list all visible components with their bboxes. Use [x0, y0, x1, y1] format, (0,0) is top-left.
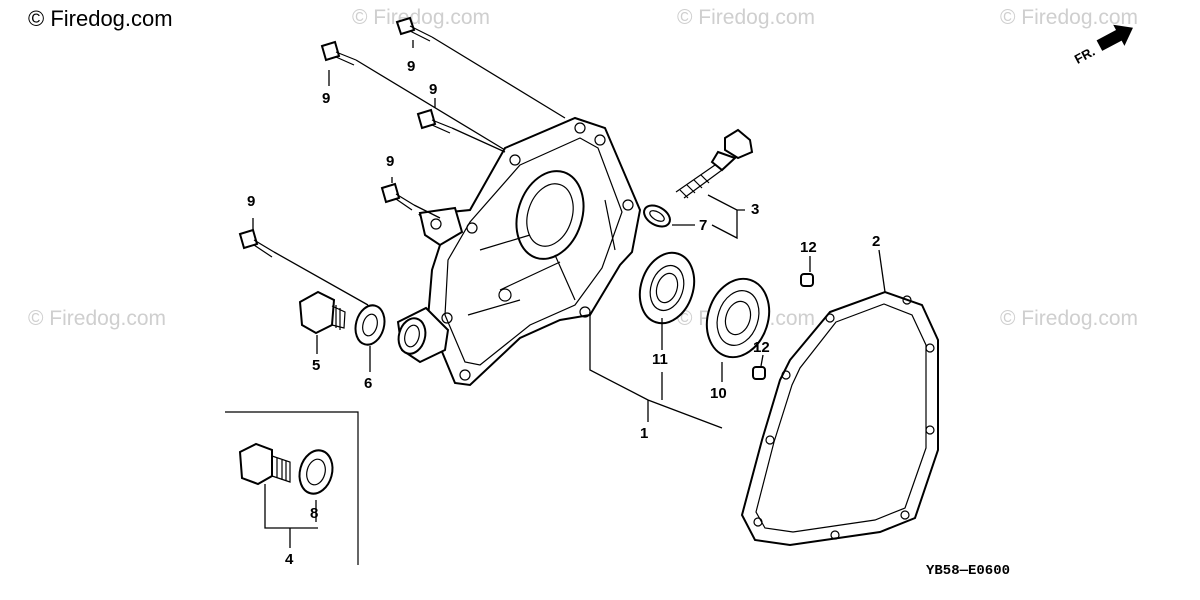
watermark-faint: © Firedog.com — [677, 6, 815, 29]
callout-8: 8 — [310, 505, 318, 522]
flange-bolt — [416, 108, 453, 134]
watermark-faint: © Firedog.com — [1000, 307, 1138, 330]
callout-5: 5 — [312, 357, 320, 374]
arrow-right-icon — [1096, 24, 1133, 51]
callout-12: 12 — [753, 339, 770, 356]
drain-plug — [298, 290, 346, 335]
callout-10: 10 — [710, 385, 727, 402]
ball-bearing — [705, 277, 771, 359]
oil-seal — [638, 251, 696, 325]
watermark-main: © Firedog.com — [28, 6, 173, 31]
callout-9: 9 — [429, 81, 437, 98]
gasket — [740, 290, 939, 547]
direction-label: FR. — [1072, 44, 1098, 67]
callout-12: 12 — [800, 239, 817, 256]
callout-11: 11 — [652, 351, 668, 368]
o-ring — [643, 204, 671, 228]
callout-1: 1 — [640, 425, 648, 442]
watermark-faint: © Firedog.com — [28, 307, 166, 330]
callout-4: 4 — [285, 551, 294, 568]
callout-3: 3 — [751, 201, 759, 218]
dowel-pin — [800, 273, 814, 287]
oil-filler-cap — [238, 442, 291, 486]
watermark-faint: © Firedog.com — [1000, 6, 1138, 29]
callout-9: 9 — [322, 90, 330, 107]
oil-filler-neck — [396, 306, 450, 364]
callout-6: 6 — [364, 375, 372, 392]
dowel-pin — [752, 366, 766, 380]
flange-bolt — [395, 16, 433, 42]
cap-washer — [298, 449, 334, 495]
callout-2: 2 — [872, 233, 880, 250]
callout-9: 9 — [247, 193, 255, 210]
flange-bolt — [238, 228, 275, 258]
watermark-faint: © Firedog.com — [352, 6, 490, 29]
oil-dipstick — [675, 128, 754, 199]
diagram-code: YB58—E0600 — [926, 563, 1010, 579]
callout-9: 9 — [407, 58, 415, 75]
callout-9: 9 — [386, 153, 394, 170]
sealing-washer — [354, 304, 386, 346]
flange-bolt — [320, 40, 357, 66]
crankcase-cover — [418, 116, 642, 387]
flange-bolt — [380, 182, 415, 211]
callout-7: 7 — [699, 217, 707, 234]
